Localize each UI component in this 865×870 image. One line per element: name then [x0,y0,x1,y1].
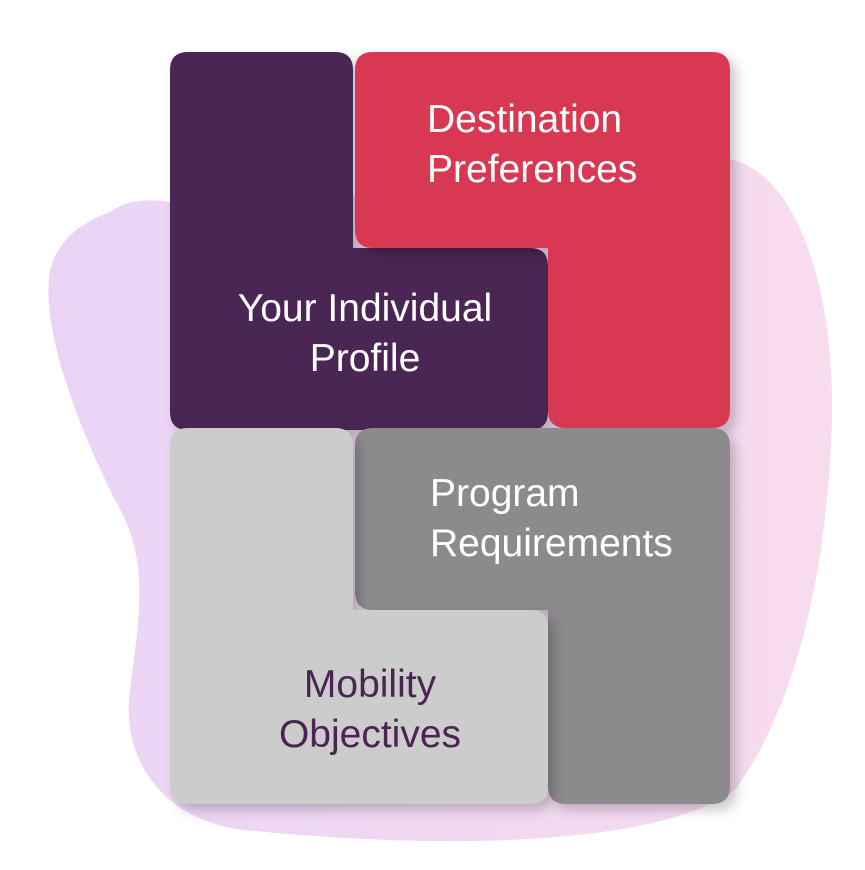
program-requirements-label: Program Requirements [430,469,673,569]
piece-mobility-objectives [170,428,548,804]
mobility-line-1: Mobility [303,663,437,706]
destination-preferences-label: Destination Preferences [427,95,637,195]
piece-program-requirements [355,428,730,804]
piece-destination-preferences [355,52,730,428]
mobility-line-2: Objectives [278,713,462,756]
piece-your-individual-profile [170,52,548,430]
mobility-objectives-label: Mobility Objectives [250,660,490,760]
destination-line-2: Preferences [427,148,638,191]
program-line-1: Program [430,472,580,515]
program-line-2: Requirements [430,522,673,565]
your-individual-profile-label: Your Individual Profile [185,284,545,384]
destination-line-1: Destination [427,98,623,141]
profile-line-1: Your Individual [237,287,493,330]
profile-line-2: Profile [309,337,421,380]
